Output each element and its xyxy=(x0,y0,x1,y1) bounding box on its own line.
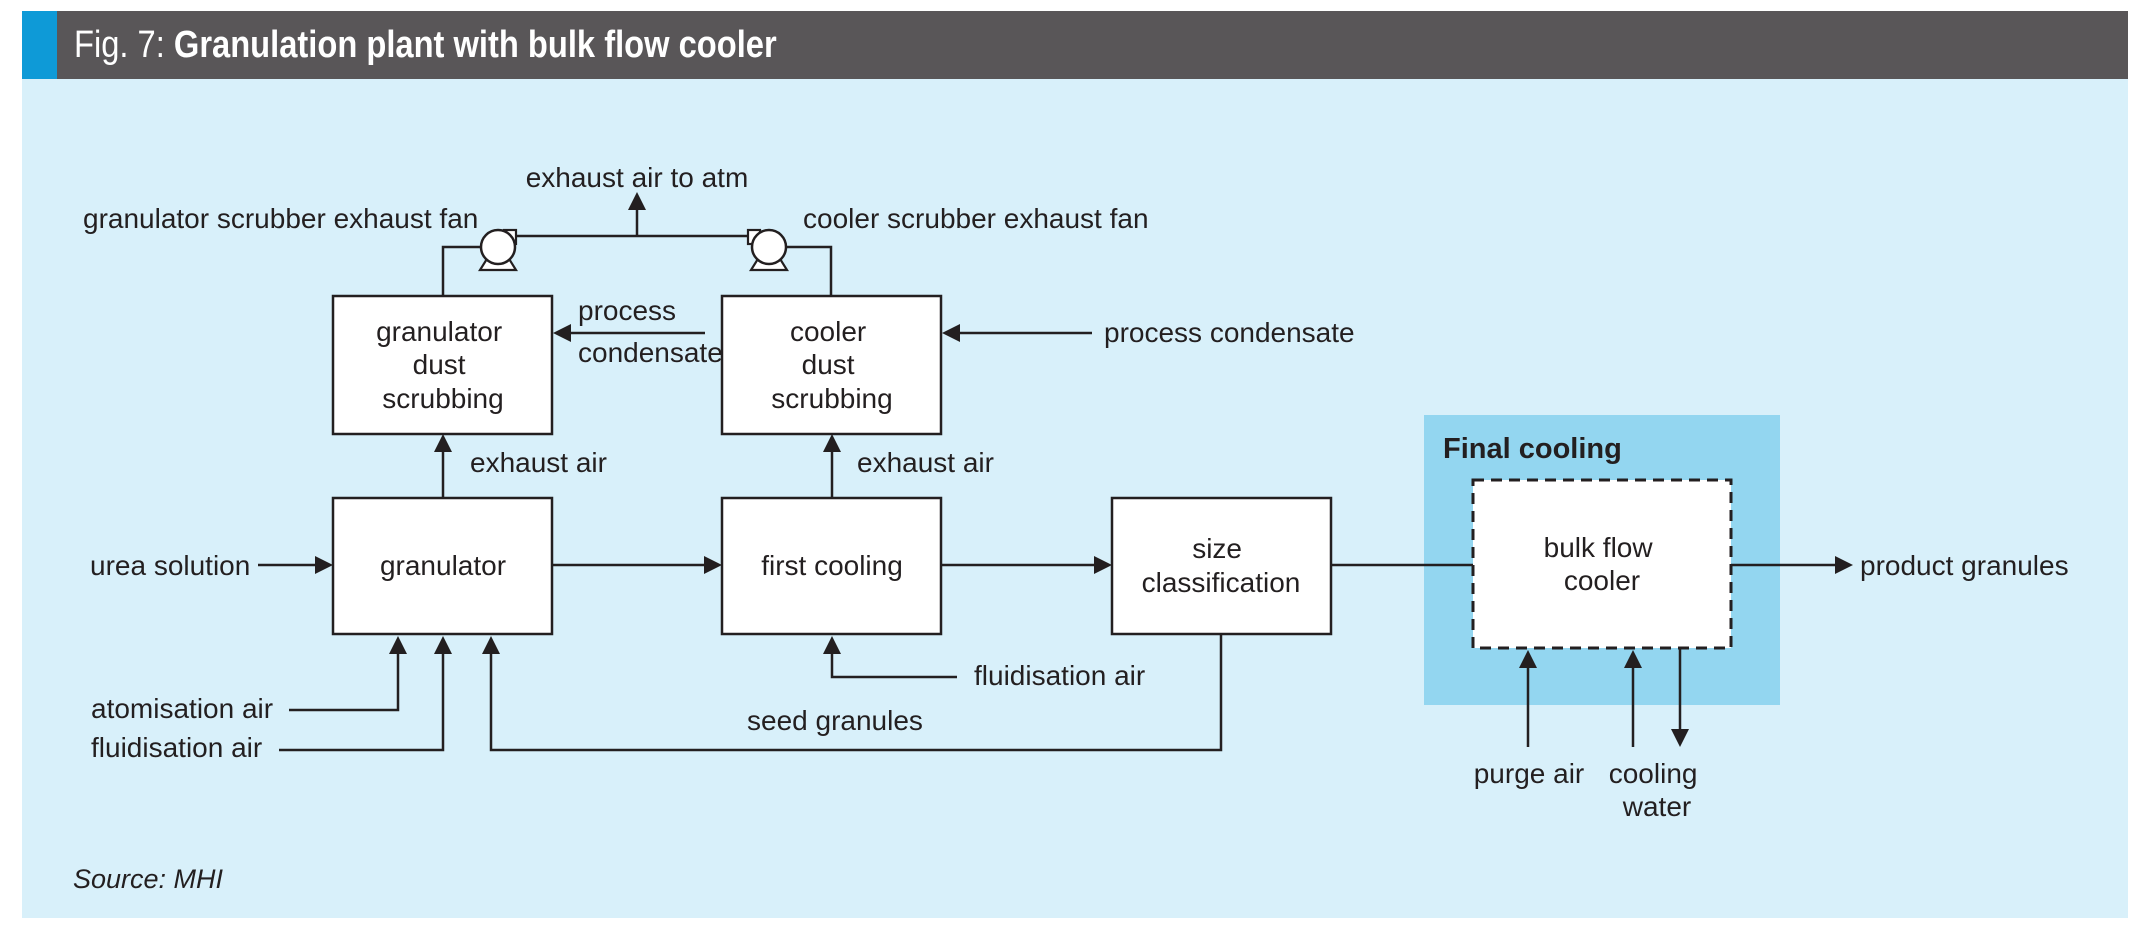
figure-title-text: Granulation plant with bulk flow cooler xyxy=(173,24,777,66)
granulator-label: granulator xyxy=(380,550,506,581)
exhaust-air-label-1: exhaust air xyxy=(470,447,607,478)
arrowhead-up xyxy=(1519,650,1537,668)
cooler-fan-label: cooler scrubber exhaust fan xyxy=(803,203,1149,234)
arrowhead-up xyxy=(434,636,452,654)
arrowhead-left xyxy=(553,324,571,342)
size-classification-box xyxy=(1110,496,1333,636)
bulk-flow-cooler-box xyxy=(1471,478,1733,650)
arrowhead-up xyxy=(482,636,500,654)
arrowhead-up xyxy=(823,636,841,654)
header-accent-stripe xyxy=(22,11,57,79)
fluidisation-air-line-2 xyxy=(830,652,957,679)
final-cooling-label: Final cooling xyxy=(1443,433,1622,465)
cooler-exhaust-fan-icon xyxy=(746,228,789,272)
granulator-box xyxy=(331,496,554,636)
arrowhead-right xyxy=(315,556,333,574)
bulk-flow-cooler-label: bulk flow cooler xyxy=(1544,532,1661,596)
figure-title: Fig. 7: Granulation plant with bulk flow… xyxy=(74,11,777,79)
exhaust-air-to-atm-label: exhaust air to atm xyxy=(526,162,749,193)
granulator-fan-label: granulator scrubber exhaust fan xyxy=(83,203,478,234)
size-classification-label: size classification xyxy=(1142,533,1301,598)
granulator-exhaust-fan-icon xyxy=(478,228,518,272)
purge-air-label: purge air xyxy=(1474,758,1585,789)
arrowhead-down xyxy=(1671,729,1689,747)
atomisation-air-line xyxy=(289,652,400,712)
granulator-scrubber-to-fan-line xyxy=(441,245,480,296)
source-credit: Source: MHI xyxy=(73,864,224,894)
seed-granules-recycle-line xyxy=(489,634,1223,752)
cooler-dust-scrubbing-box xyxy=(720,294,943,436)
first-cooling-box xyxy=(720,496,943,636)
cooler-scrubber-to-fan-line xyxy=(784,245,833,296)
process-condensate-right-label: process condensate xyxy=(1104,317,1355,348)
figure-number: Fig. 7: xyxy=(74,24,165,66)
urea-solution-label: urea solution xyxy=(90,550,250,581)
atomisation-air-label: atomisation air xyxy=(91,693,273,724)
arrowhead-right xyxy=(1835,556,1853,574)
process-condensate-left-label: process condensate xyxy=(578,295,723,368)
fluidisation-air-label-2: fluidisation air xyxy=(974,660,1145,691)
cooler-dust-scrubbing-label: cooler dust scrubbing xyxy=(771,316,892,414)
figure-header-bar xyxy=(22,11,2128,79)
granulator-dust-scrubbing-box xyxy=(331,294,554,436)
arrowhead-up xyxy=(389,636,407,654)
cooling-water-label: cooling water xyxy=(1609,758,1706,822)
arrowhead-right xyxy=(1094,556,1112,574)
arrowhead-left xyxy=(942,324,960,342)
arrowhead-up xyxy=(1624,650,1642,668)
granulator-dust-scrubbing-label: granulator dust scrubbing xyxy=(376,316,510,414)
arrowhead-up xyxy=(434,434,452,452)
fluidisation-air-line-1 xyxy=(279,652,445,752)
first-cooling-label: first cooling xyxy=(761,550,903,581)
product-granules-label: product granules xyxy=(1860,550,2069,581)
exhaust-air-label-2: exhaust air xyxy=(857,447,994,478)
arrowhead-up xyxy=(823,434,841,452)
arrowhead-right xyxy=(704,556,722,574)
fluidisation-air-label-1: fluidisation air xyxy=(91,732,262,763)
seed-granules-label: seed granules xyxy=(747,705,923,736)
arrowhead-up xyxy=(628,192,646,210)
